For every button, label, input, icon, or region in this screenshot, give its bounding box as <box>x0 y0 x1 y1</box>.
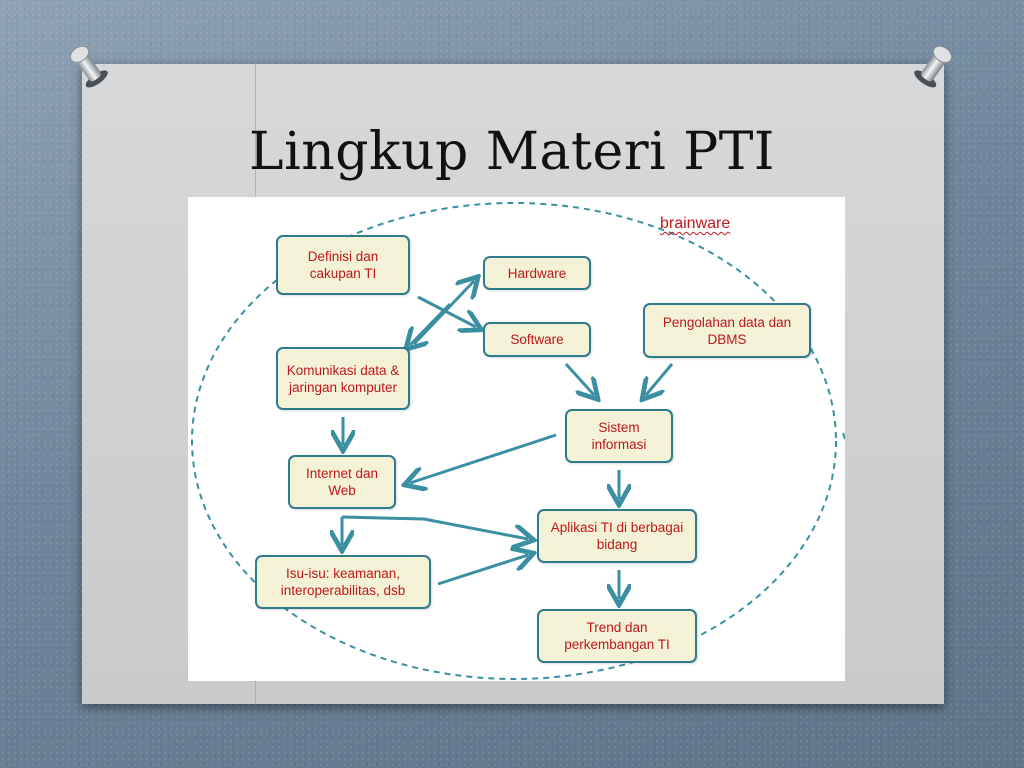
boundary-marker <box>842 432 845 440</box>
node-internet: Internet dan Web <box>288 455 396 509</box>
node-trend: Trend dan perkembangan TI <box>537 609 697 663</box>
pushpin-icon-left <box>69 45 108 88</box>
node-komunikasi: Komunikasi data & jaringan komputer <box>276 347 410 410</box>
brainware-label: brainware <box>660 215 731 232</box>
node-pengolahan: Pengolahan data dan DBMS <box>643 303 811 358</box>
arrow-definisi-komunikasi <box>410 302 452 345</box>
arrow-sistem-internet <box>410 433 557 483</box>
node-hardware: Hardware <box>483 256 591 290</box>
node-software: Software <box>483 322 591 357</box>
arrow-komunikasi-hardware <box>412 281 474 346</box>
pushpin-icon-right <box>914 45 953 88</box>
slide-title: Lingkup Materi PTI <box>249 122 775 182</box>
diagram-figure: brainware Definisi dan cakupan TI Hardwa… <box>188 197 845 681</box>
node-sistem: Sistem informasi <box>565 409 673 463</box>
node-definisi: Definisi dan cakupan TI <box>276 235 410 295</box>
diagram-connectors <box>191 202 845 680</box>
brainware-boundary <box>191 202 837 680</box>
arrow-definisi-software <box>417 295 476 327</box>
arrow-internet-aplikasi <box>341 515 528 539</box>
arrow-isu-aplikasi <box>437 555 528 586</box>
node-aplikasi: Aplikasi TI di berbagai bidang <box>537 509 697 563</box>
arrow-pengolahan-sistem <box>646 363 674 395</box>
arrow-software-sistem <box>564 362 594 395</box>
node-isu: Isu-isu: keamanan, interoperabilitas, ds… <box>255 555 431 609</box>
